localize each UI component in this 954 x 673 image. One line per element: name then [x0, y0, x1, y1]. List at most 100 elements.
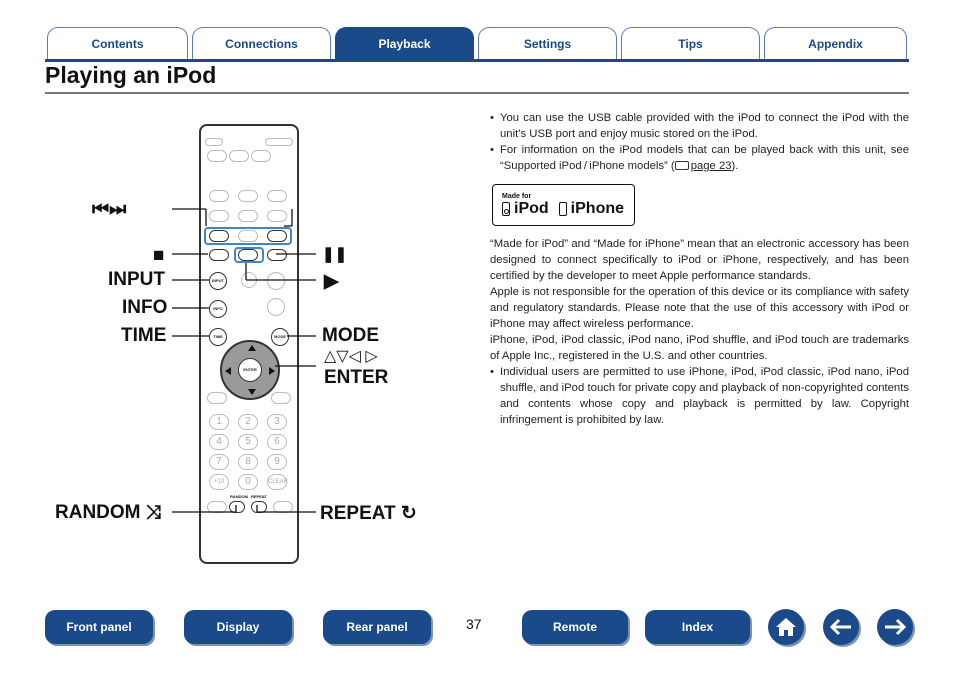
callout-input: INPUT [108, 269, 165, 290]
remote-button [207, 150, 227, 162]
mfi-ipod: iPod [514, 200, 549, 217]
arrow-left-icon [829, 618, 851, 636]
remote-number-key: 3 [267, 414, 287, 430]
index-button[interactable]: Index [645, 610, 750, 644]
remote-control-illustration: INPUT INFO TIME MODE ENTER RANDOM REPEAT… [199, 124, 299, 564]
remote-button [238, 230, 258, 242]
bullet-supported-models: For information on the iPod models that … [490, 142, 909, 174]
remote-button [241, 272, 257, 288]
tab-settings[interactable]: Settings [478, 27, 617, 59]
remote-button [267, 190, 287, 202]
callout-repeat: REPEAT ↻ [320, 503, 417, 524]
callout-play: ▶ [324, 271, 339, 292]
page-title: Playing an iPod [45, 62, 217, 88]
para-apple-responsibility: Apple is not responsible for the operati… [490, 286, 909, 330]
remote-number-key: 8 [238, 454, 258, 470]
remote-amp-power-button [265, 138, 293, 146]
remote-button [273, 501, 293, 513]
para-trademarks: iPhone, iPod, iPod classic, iPod nano, i… [490, 334, 909, 362]
tab-tips[interactable]: Tips [621, 27, 760, 59]
tab-appendix[interactable]: Appendix [764, 27, 907, 59]
tab-playback[interactable]: Playback [335, 27, 474, 59]
remote-skip-group [204, 227, 292, 245]
callout-skip: ⏮⏭ [92, 199, 127, 220]
remote-time-button: TIME [209, 328, 227, 346]
remote-number-key: 7 [209, 454, 229, 470]
remote-number-key: 5 [238, 434, 258, 450]
home-icon [776, 618, 796, 636]
callout-stop: ■ [153, 245, 165, 266]
remote-number-key: 9 [267, 454, 287, 470]
remote-cursor-pad: ENTER [220, 340, 280, 400]
mfi-made-for: Made for [502, 193, 532, 200]
remote-play-button [238, 249, 258, 261]
remote-button [267, 272, 285, 290]
remote-play-group [234, 247, 264, 263]
ipod-device-icon [502, 202, 510, 216]
remote-number-key: 1 [209, 414, 229, 430]
remote-button-nav[interactable]: Remote [522, 610, 628, 644]
bullet-usb: You can use the USB cable provided with … [490, 110, 909, 142]
remote-button [238, 210, 258, 222]
remote-number-key: 2 [238, 414, 258, 430]
iphone-device-icon [558, 202, 567, 216]
para-made-for: “Made for iPod” and “Made for iPhone” me… [490, 238, 909, 282]
remote-number-key: 6 [267, 434, 287, 450]
remote-number-key: CLEAR [267, 474, 288, 490]
bullet-text: For information on the iPod models that … [500, 144, 909, 172]
forward-button[interactable] [877, 609, 913, 645]
remote-mode-button: MODE [271, 328, 289, 346]
tab-contents[interactable]: Contents [47, 27, 188, 59]
remote-stop-button [209, 249, 229, 261]
page-number: 37 [466, 616, 482, 632]
remote-number-key: 4 [209, 434, 229, 450]
page-23-link[interactable]: page 23 [690, 160, 732, 172]
remote-skip-back-button [209, 230, 229, 242]
mfi-iphone: iPhone [570, 200, 625, 217]
remote-enter-button: ENTER [238, 358, 262, 382]
remote-input-button: INPUT [209, 272, 227, 290]
callout-random: RANDOM ⤨ [55, 502, 161, 523]
book-icon [674, 161, 689, 170]
body-text: You can use the USB cable provided with … [490, 110, 909, 428]
bullet-copyright: Individual users are permitted to use iP… [490, 364, 909, 428]
tab-connections[interactable]: Connections [192, 27, 331, 59]
remote-right-arrow-icon [269, 367, 275, 375]
arrow-right-icon [885, 618, 907, 636]
remote-button [207, 392, 227, 404]
remote-number-key: 0 [238, 474, 258, 490]
front-panel-button[interactable]: Front panel [45, 610, 153, 644]
remote-volume-down-button [267, 298, 285, 316]
made-for-ipod-iphone-logo: Made for iPod iPhone [492, 184, 635, 226]
remote-button [271, 392, 291, 404]
callout-info: INFO [122, 297, 168, 318]
tab-baseline [45, 59, 909, 62]
remote-button [251, 150, 271, 162]
remote-up-arrow-icon [248, 345, 256, 351]
remote-button [209, 190, 229, 202]
remote-info-button: INFO [209, 300, 227, 318]
callout-arrows: △▽◁ ▷ [324, 348, 378, 365]
remote-repeat-label: REPEAT [251, 494, 267, 499]
remote-skip-forward-button [267, 230, 287, 242]
remote-button [207, 501, 227, 513]
display-button[interactable]: Display [184, 610, 292, 644]
remote-button [267, 210, 287, 222]
tab-bar: Contents Connections Playback Settings T… [45, 27, 909, 62]
home-button[interactable] [768, 609, 804, 645]
title-divider [45, 92, 909, 94]
bullet-text: ). [731, 160, 739, 172]
remote-random-label: RANDOM [230, 494, 248, 499]
remote-down-arrow-icon [248, 389, 256, 395]
remote-random-button [229, 501, 245, 513]
back-button[interactable] [823, 609, 859, 645]
remote-power-button [205, 138, 223, 146]
remote-number-key: +10 [209, 474, 229, 490]
callout-enter: ENTER [324, 367, 389, 388]
rear-panel-button[interactable]: Rear panel [323, 610, 431, 644]
remote-pause-button [267, 249, 287, 261]
remote-left-arrow-icon [225, 367, 231, 375]
callout-time: TIME [121, 325, 167, 346]
callout-mode: MODE [322, 325, 379, 346]
remote-button [229, 150, 249, 162]
